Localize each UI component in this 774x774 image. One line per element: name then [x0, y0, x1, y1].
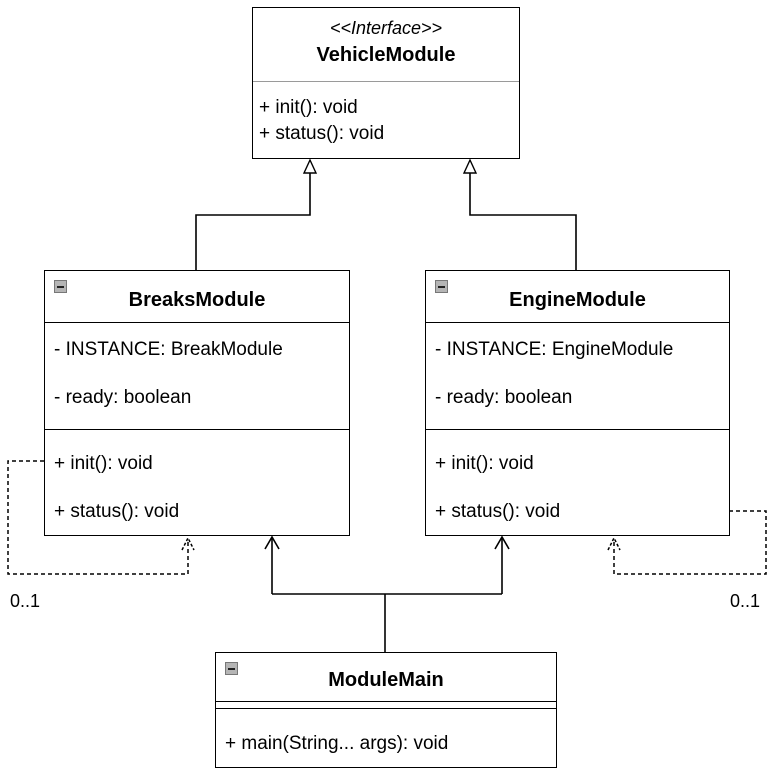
class-divider	[45, 322, 349, 323]
class-divider	[426, 429, 729, 430]
interface-method-init: + init(): void	[259, 97, 358, 118]
interface-method-status: + status(): void	[259, 123, 385, 144]
class-name: EngineModule	[509, 289, 646, 311]
dashed-arrowhead-engine	[607, 536, 621, 551]
association-main-to-modules	[264, 535, 510, 652]
collapse-toggle-icon[interactable]	[225, 662, 238, 675]
self-association-engine	[607, 510, 767, 575]
class-divider	[216, 701, 556, 702]
field-instance: - INSTANCE: EngineModule	[435, 339, 674, 360]
inheritance-arrowhead-left	[302, 158, 318, 174]
class-engine-module[interactable]: EngineModule - INSTANCE: EngineModule - …	[425, 270, 730, 536]
class-divider	[426, 322, 729, 323]
dashed-arrowhead-breaks	[181, 536, 195, 551]
open-arrowhead-breaks	[264, 535, 280, 550]
interface-divider	[253, 81, 519, 82]
interface-stereotype: <<Interface>>	[329, 18, 443, 38]
class-name: ModuleMain	[328, 669, 444, 691]
multiplicity-left: 0..1	[10, 591, 41, 611]
collapse-toggle-icon[interactable]	[54, 280, 67, 293]
class-divider	[45, 429, 349, 430]
field-ready: - ready: boolean	[435, 387, 573, 408]
field-ready: - ready: boolean	[54, 387, 192, 408]
class-divider	[216, 708, 556, 709]
generalization-breaks-to-interface	[195, 158, 318, 270]
class-module-main[interactable]: ModuleMain + main(String... args): void	[215, 652, 557, 768]
method-status: + status(): void	[435, 501, 561, 522]
method-init: + init(): void	[54, 453, 153, 474]
open-arrowhead-engine	[494, 535, 510, 550]
method-init: + init(): void	[435, 453, 534, 474]
multiplicity-right: 0..1	[730, 591, 761, 611]
collapse-toggle-icon[interactable]	[435, 280, 448, 293]
method-main: + main(String... args): void	[225, 733, 449, 754]
class-name: BreaksModule	[128, 289, 266, 311]
generalization-engine-to-interface	[462, 158, 577, 270]
self-association-breaks	[7, 460, 195, 575]
field-instance: - INSTANCE: BreakModule	[54, 339, 283, 360]
class-breaks-module[interactable]: BreaksModule - INSTANCE: BreakModule - r…	[44, 270, 350, 536]
interface-name: VehicleModule	[316, 44, 456, 66]
method-status: + status(): void	[54, 501, 180, 522]
inheritance-arrowhead-right	[462, 158, 478, 174]
interface-vehicle-module[interactable]: <<Interface>> VehicleModule + init(): vo…	[252, 7, 520, 159]
